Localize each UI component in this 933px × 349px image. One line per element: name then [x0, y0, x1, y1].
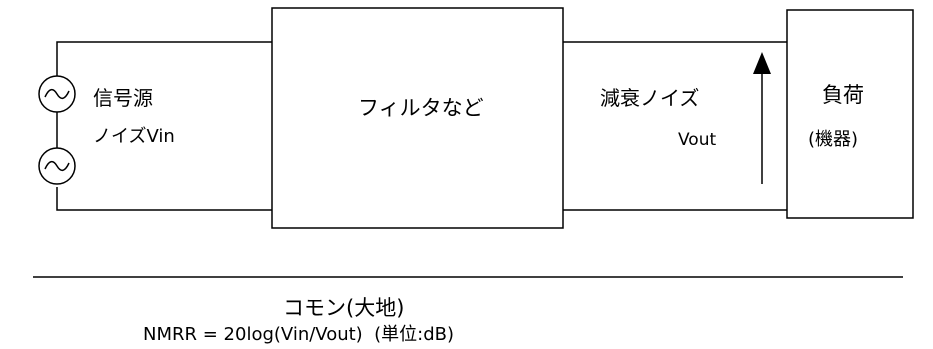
filter-label: フィルタなど — [358, 96, 484, 120]
load-box — [786, 9, 914, 219]
load-sublabel: (機器) — [808, 129, 858, 150]
vout-arrow-icon — [753, 52, 771, 184]
wire-top-left — [56, 41, 272, 76]
load-label: 負荷 — [822, 83, 864, 107]
circuit-wires — [56, 41, 787, 211]
noise-vin-label: ノイズVin — [93, 126, 175, 147]
filter-box — [271, 7, 564, 229]
ground-label: コモン(大地) — [283, 296, 404, 320]
vout-label: Vout — [678, 130, 716, 150]
nmrr-formula: NMRR = 20log(Vin/Vout) (単位:dB) — [143, 324, 454, 345]
wire-bottom-left — [56, 187, 272, 211]
ac-source-icon-bottom — [38, 147, 76, 185]
source-label: 信号源 — [93, 86, 153, 110]
attenuated-noise-label: 減衰ノイズ — [600, 86, 699, 110]
ac-source-icon-top — [38, 75, 76, 113]
